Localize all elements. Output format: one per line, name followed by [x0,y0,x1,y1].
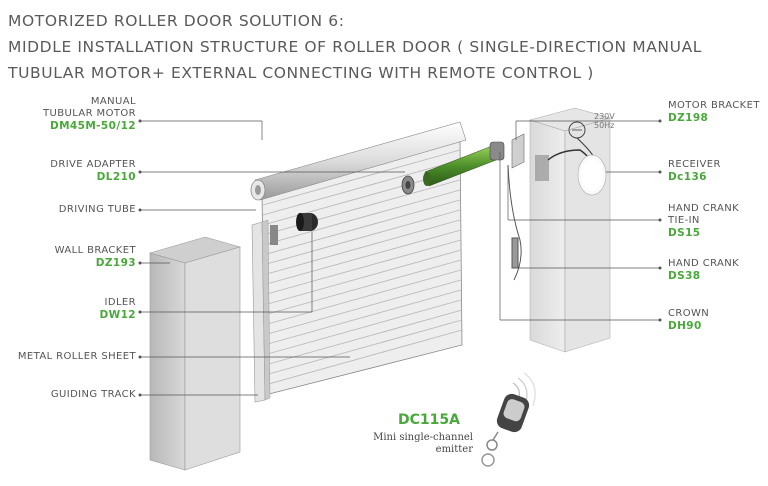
code-ds15: DS15 [668,227,701,239]
remote-emitter [481,372,536,467]
code-dm45m: DM45M-50/12 [49,120,136,132]
title-line-2: MIDDLE INSTALLATION STRUCTURE OF ROLLER … [8,38,703,56]
code-dl210: DL210 [96,171,136,183]
code-ds38: DS38 [668,270,701,282]
label-wall-bracket: WALL BRACKET DZ193 [54,245,136,269]
left-leader-lines [140,120,405,396]
label-manual-tubular-motor: MANUAL TUBULAR MOTOR DM45M-50/12 [42,96,136,132]
emitter-description: Mini single-channel emitter [373,432,473,455]
label-idler: IDLER DW12 [99,297,136,321]
label-receiver: RECEIVER Dc136 [668,159,721,183]
emitter-code: DC115A [398,412,460,428]
right-leader-lines [499,120,660,321]
right-pillar [528,107,612,353]
motor-bracket [511,133,525,169]
receiver [547,121,607,196]
label-crown: CROWN DH90 [668,308,710,332]
right-leader-dots [658,119,662,322]
label-guiding-track: GUIDING TRACK [50,389,136,400]
label-hand-crank: HAND CRANK DS38 [668,258,740,282]
drive-adapter [401,175,415,195]
title-line-3: TUBULAR MOTOR+ EXTERNAL CONNECTING WITH … [8,64,594,82]
code-dc136: Dc136 [668,171,707,183]
left-leader-dots [138,119,142,397]
voltage-label: 230V 50Hz [594,112,615,130]
code-dw12: DW12 [99,309,136,321]
code-dz198: DZ198 [668,112,709,124]
idler [296,213,318,231]
tubular-motor [423,141,505,187]
label-motor-bracket: MOTOR BRACKET DZ198 [668,100,760,124]
hand-crank [507,164,522,281]
roller-door [250,121,467,403]
code-dz193: DZ193 [95,257,136,269]
title-line-1: MOTORIZED ROLLER DOOR SOLUTION 6: [8,12,345,30]
label-driving-tube: DRIVING TUBE [58,204,136,215]
label-drive-adapter: DRIVE ADAPTER DL210 [50,159,136,183]
code-dh90: DH90 [668,320,702,332]
label-metal-roller-sheet: METAL ROLLER SHEET [17,351,136,362]
label-hand-crank-tie-in: HAND CRANK TIE-IN DS15 [668,203,740,239]
left-pillar [148,236,242,471]
